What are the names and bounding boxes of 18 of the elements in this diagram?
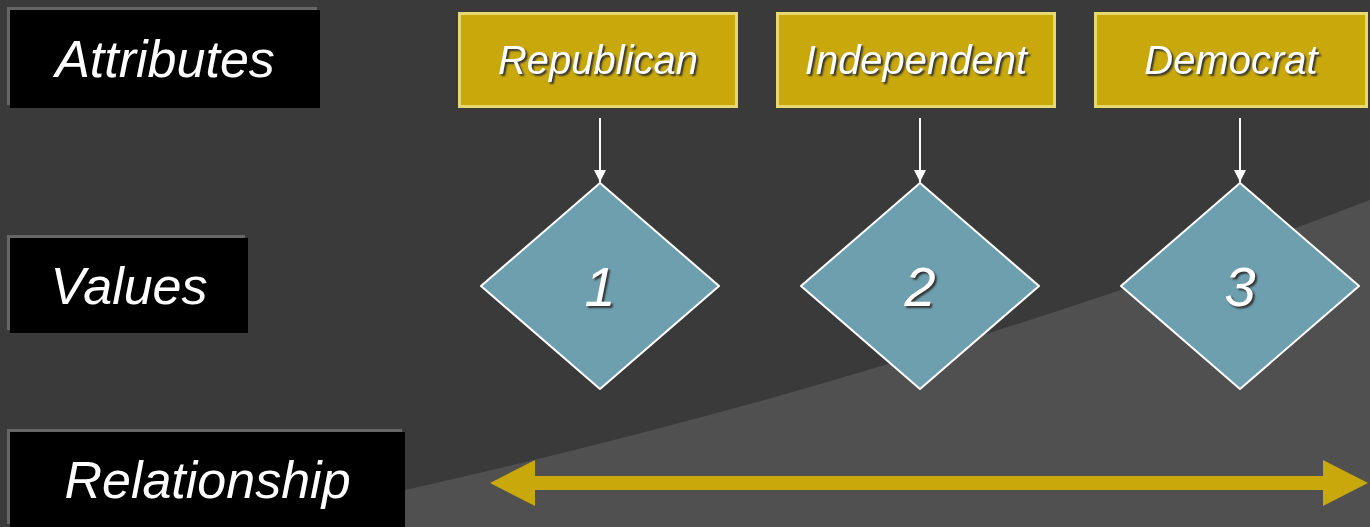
- arrow: [914, 117, 926, 183]
- attribute-name: Democrat: [1144, 37, 1318, 83]
- arrow: [1234, 117, 1246, 183]
- row-title: Values: [50, 255, 208, 316]
- arrow: [594, 117, 606, 183]
- row-label: [10, 238, 248, 333]
- row-title: Relationship: [64, 449, 351, 510]
- attribute-name: Independent: [804, 37, 1028, 83]
- attribute-box: [776, 12, 1056, 108]
- row-label: [10, 10, 320, 108]
- row-label: [10, 432, 405, 527]
- value-number: 3: [1224, 253, 1256, 319]
- row-title: Attributes: [55, 29, 275, 89]
- value-number: 2: [904, 253, 936, 319]
- attribute-box: [458, 12, 738, 108]
- attribute-name: Republican: [497, 37, 699, 83]
- attribute-box: [1094, 12, 1368, 108]
- value-number: 1: [584, 253, 616, 319]
